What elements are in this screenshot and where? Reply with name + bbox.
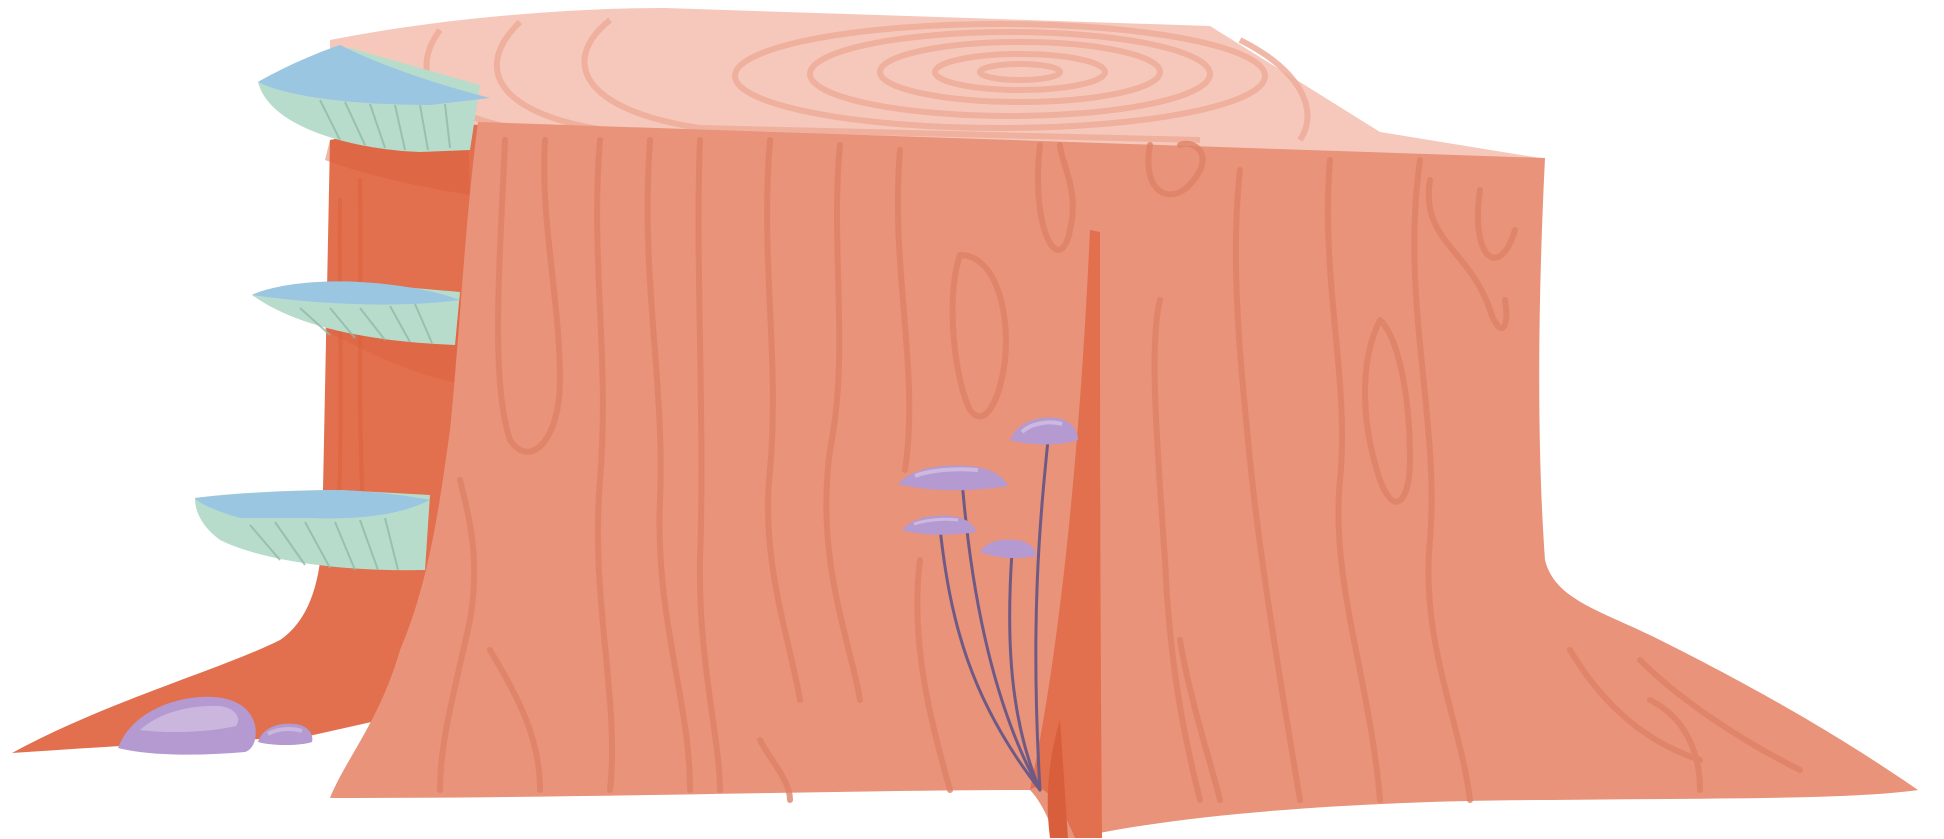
stump-grain-lines <box>437 137 1803 803</box>
shelf-fungi <box>195 45 490 571</box>
shelf-fungus-bottom <box>195 490 430 571</box>
stump-top <box>330 8 1540 158</box>
stones <box>118 696 313 755</box>
stone-small-highlight <box>266 727 303 736</box>
stump-crack-dark <box>1047 720 1068 838</box>
stump-left-root <box>12 110 480 753</box>
shelf-fungus-middle <box>252 281 460 345</box>
stump-front <box>330 122 1918 838</box>
stump-front-face <box>330 122 1918 838</box>
mushroom-mid <box>898 465 1008 491</box>
shelf-fungus-top <box>258 45 490 152</box>
mushroom-low <box>902 515 976 535</box>
mushroom-small <box>980 539 1036 559</box>
stump-top-rings <box>423 17 1311 143</box>
stump-top-surface <box>330 8 1540 158</box>
mushroom-tall <box>1010 417 1078 445</box>
stone-large-highlight <box>140 705 239 733</box>
mushrooms <box>898 417 1078 792</box>
stump-crack <box>1030 230 1102 838</box>
